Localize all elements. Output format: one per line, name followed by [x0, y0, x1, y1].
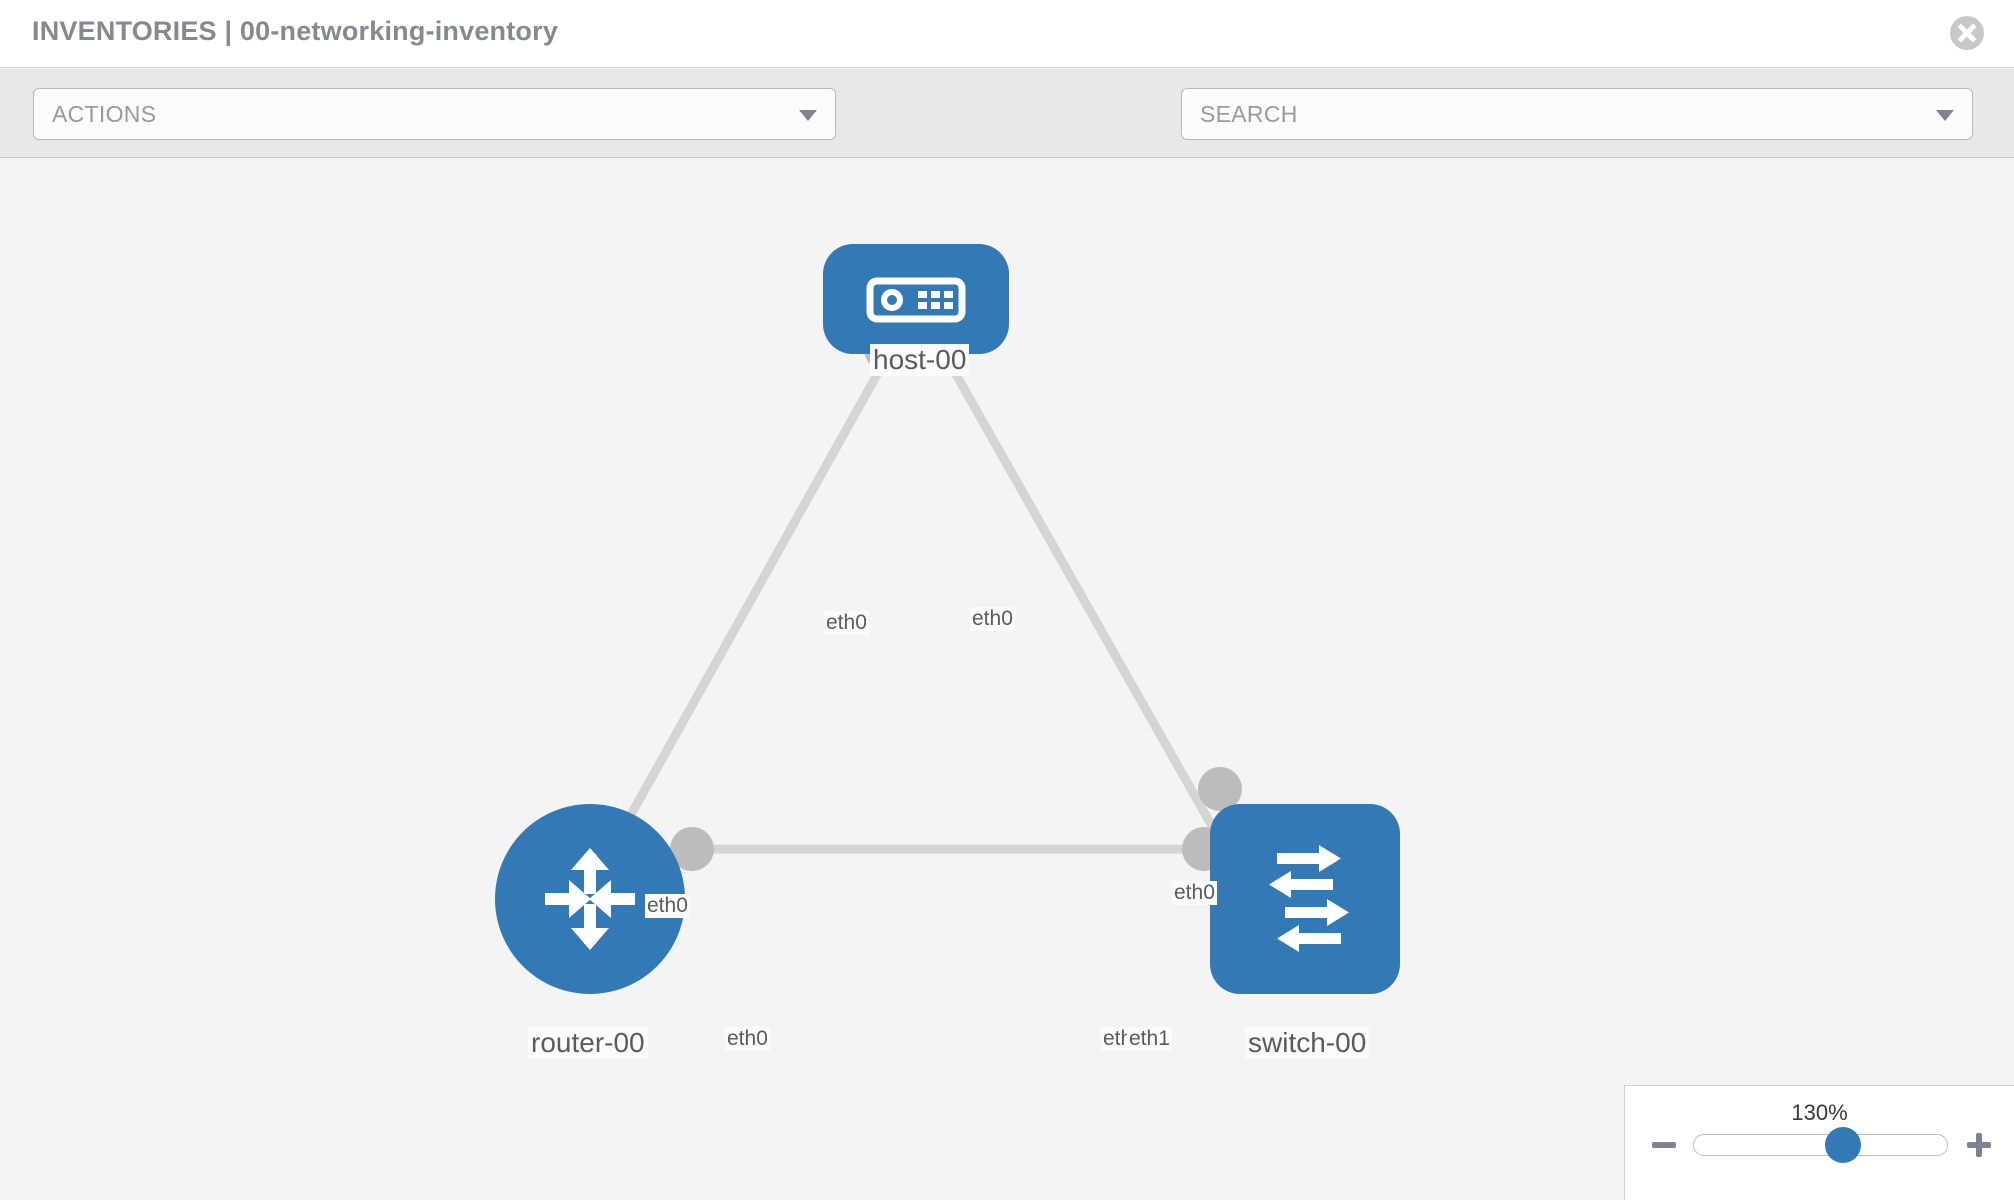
zoom-slider-thumb[interactable]: [1825, 1127, 1862, 1163]
interface-label-host-right: eth0: [970, 607, 1015, 631]
node-host-00-label: host-00: [870, 344, 970, 376]
zoom-control: 130%: [1624, 1085, 2014, 1200]
server-icon: [866, 277, 966, 323]
node-host-00[interactable]: [823, 244, 1009, 354]
plus-icon[interactable]: [1964, 1130, 1994, 1160]
topology-graph: host-00: [0, 159, 2014, 1200]
topology-links: [591, 352, 1246, 882]
node-switch-00-label: switch-00: [1245, 1027, 1370, 1059]
chevron-down-icon: [799, 110, 817, 121]
switch-arrows-icon: [1269, 845, 1349, 952]
node-router-00-label: router-00: [528, 1027, 648, 1059]
page-header: INVENTORIES | 00-networking-inventory: [0, 0, 2014, 68]
toolbar: ACTIONS SEARCH: [0, 69, 2014, 199]
topology-canvas[interactable]: host-00: [0, 159, 2014, 1200]
interface-label-router-right: eth0: [725, 1027, 770, 1051]
node-switch-00[interactable]: [1210, 804, 1400, 994]
router-arrows-icon: [545, 848, 635, 950]
page-title: INVENTORIES | 00-networking-inventory: [32, 16, 559, 46]
interface-label-host-left: eth0: [824, 611, 869, 635]
node-switch-00-shape[interactable]: [1210, 804, 1400, 994]
search-input[interactable]: SEARCH: [1181, 88, 1973, 140]
actions-dropdown-label: ACTIONS: [52, 101, 157, 127]
interface-label-switch-up: eth0: [1172, 881, 1217, 905]
connector-nub-switch-top[interactable]: [1198, 767, 1242, 811]
link-host-switch: [941, 352, 1246, 882]
chevron-down-icon[interactable]: [1936, 110, 1954, 121]
minus-icon[interactable]: [1649, 1130, 1679, 1160]
search-placeholder: SEARCH: [1200, 101, 1298, 127]
interface-label-switch-left-b: eth1: [1127, 1027, 1172, 1051]
interface-label-router-up: eth0: [645, 894, 690, 918]
node-host-00-shape[interactable]: [823, 244, 1009, 354]
actions-dropdown[interactable]: ACTIONS: [33, 88, 836, 140]
link-host-router: [591, 352, 892, 882]
zoom-slider-track[interactable]: [1693, 1127, 1948, 1163]
zoom-percent-label: 130%: [1791, 1100, 1848, 1125]
close-icon[interactable]: [1950, 16, 1984, 50]
